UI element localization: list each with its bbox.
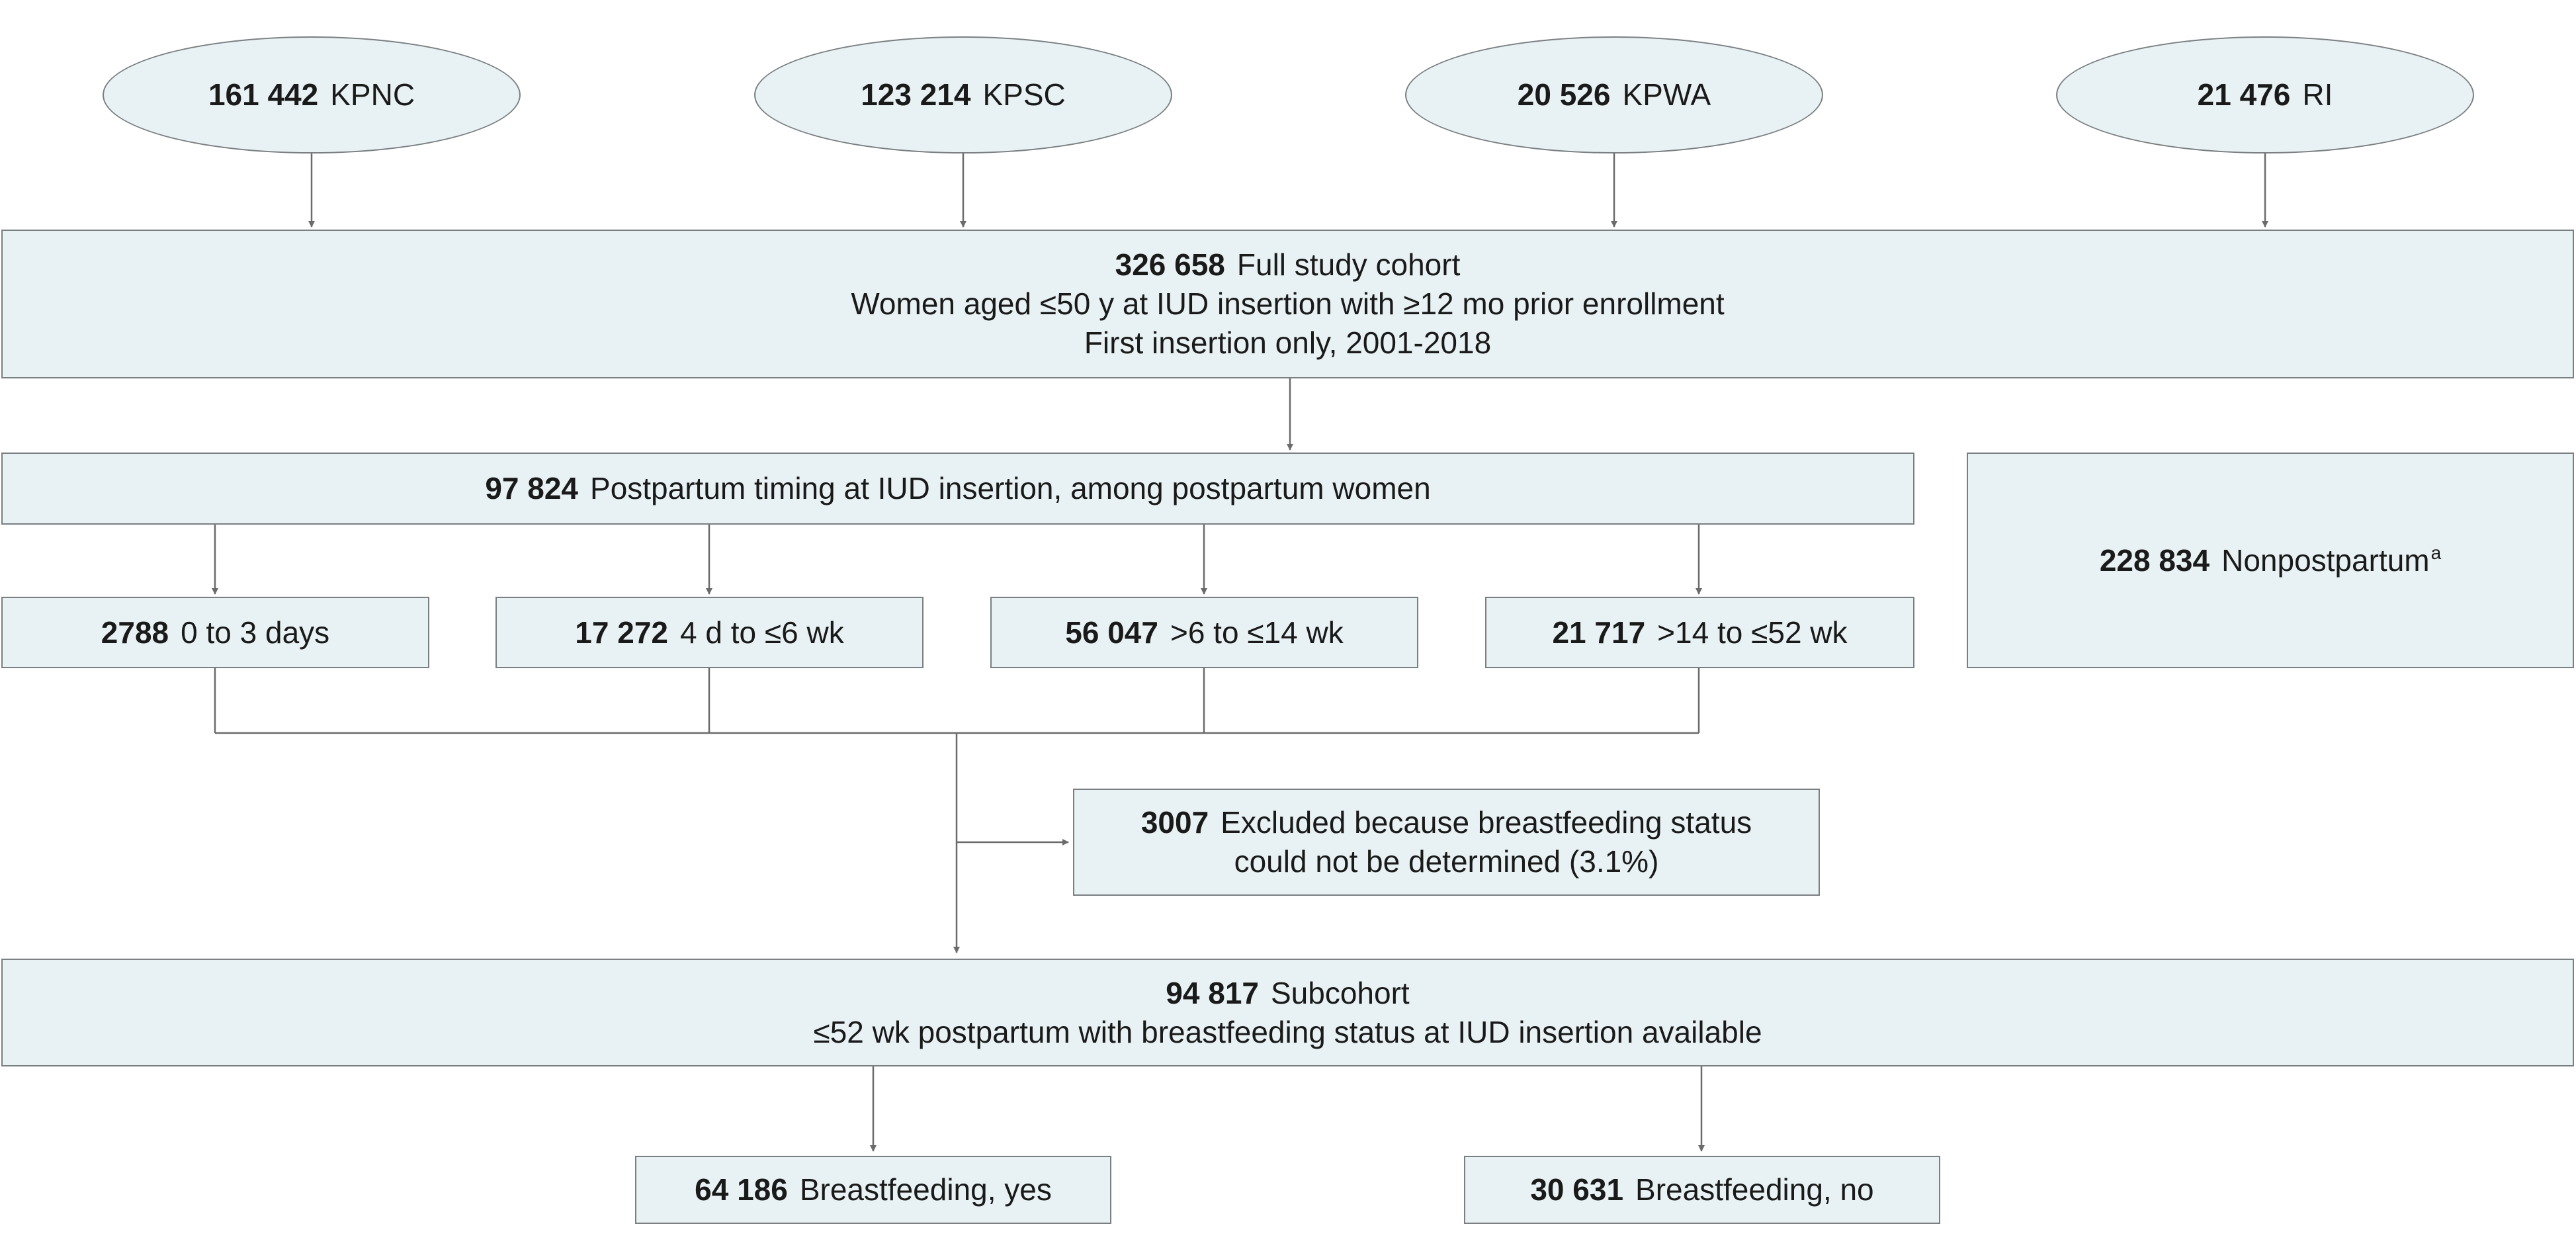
nonpostpartum-label: Nonpostpartum [2221,542,2430,578]
subcohort-count: 94 817 [1166,975,1259,1010]
source-count: 20 526 [1517,77,1611,112]
source-label: KPSC [982,77,1066,112]
source-count: 21 476 [2197,77,2291,112]
cohort-label: Full study cohort [1236,247,1461,282]
source-label: RI [2302,77,2333,112]
cohort-criteria: Women aged ≤50 y at IUD insertion with ≥… [851,286,1725,321]
nonpostpartum-count: 228 834 [2099,542,2210,578]
outcome-count: 30 631 [1530,1172,1624,1207]
source-count: 161 442 [208,77,319,112]
cohort-count: 326 658 [1115,247,1225,282]
outcome-label: Breastfeeding, no [1635,1172,1874,1207]
timing-label: 4 d to ≤6 wk [680,615,844,650]
timing-count: 2788 [101,615,169,650]
timing-label: >14 to ≤52 wk [1657,615,1848,650]
cohort-period: First insertion only, 2001-2018 [1084,325,1492,360]
excluded-reason: Excluded because breastfeeding status [1221,805,1752,840]
timing-label: 0 to 3 days [181,615,330,650]
source-ri: 21 476 RI [2056,36,2474,153]
source-label: KPWA [1622,77,1711,112]
subcohort-box: 94 817 Subcohort ≤52 wk postpartum with b… [1,959,2574,1066]
full-cohort-box: 326 658 Full study cohort Women aged ≤50 … [1,230,2574,378]
nonpostpartum-box: 228 834 Nonpostpartuma [1967,453,2574,668]
subcohort-label: Subcohort [1271,975,1410,1010]
timing-count: 21 717 [1552,615,1646,650]
breastfeeding-yes-box: 64 186 Breastfeeding, yes [635,1156,1111,1224]
source-kpsc: 123 214 KPSC [754,36,1172,153]
excluded-count: 3007 [1140,805,1209,840]
source-kpnc: 161 442 KPNC [103,36,521,153]
subcohort-criteria: ≤52 wk postpartum with breastfeeding sta… [813,1014,1762,1049]
outcome-count: 64 186 [695,1172,788,1207]
postpartum-box: 97 824 Postpartum timing at IUD insertion… [1,453,1914,525]
timing-group-0-3-days: 2788 0 to 3 days [1,597,429,668]
excluded-reason-cont: could not be determined (3.1%) [1234,844,1659,879]
timing-group-4d-6wk: 17 272 4 d to ≤6 wk [495,597,923,668]
breastfeeding-no-box: 30 631 Breastfeeding, no [1464,1156,1940,1224]
source-label: KPNC [330,77,415,112]
excluded-box: 3007 Excluded because breastfeeding statu… [1073,789,1820,896]
postpartum-label: Postpartum timing at IUD insertion, amon… [590,471,1431,505]
source-count: 123 214 [861,77,971,112]
outcome-label: Breastfeeding, yes [799,1172,1052,1207]
timing-count: 17 272 [575,615,668,650]
timing-group-14-52wk: 21 717 >14 to ≤52 wk [1485,597,1914,668]
timing-label: >6 to ≤14 wk [1170,615,1344,650]
timing-group-6-14wk: 56 047 >6 to ≤14 wk [990,597,1418,668]
source-kpwa: 20 526 KPWA [1405,36,1823,153]
footnote-marker: a [2430,542,2442,563]
timing-count: 56 047 [1065,615,1158,650]
postpartum-count: 97 824 [485,471,579,505]
